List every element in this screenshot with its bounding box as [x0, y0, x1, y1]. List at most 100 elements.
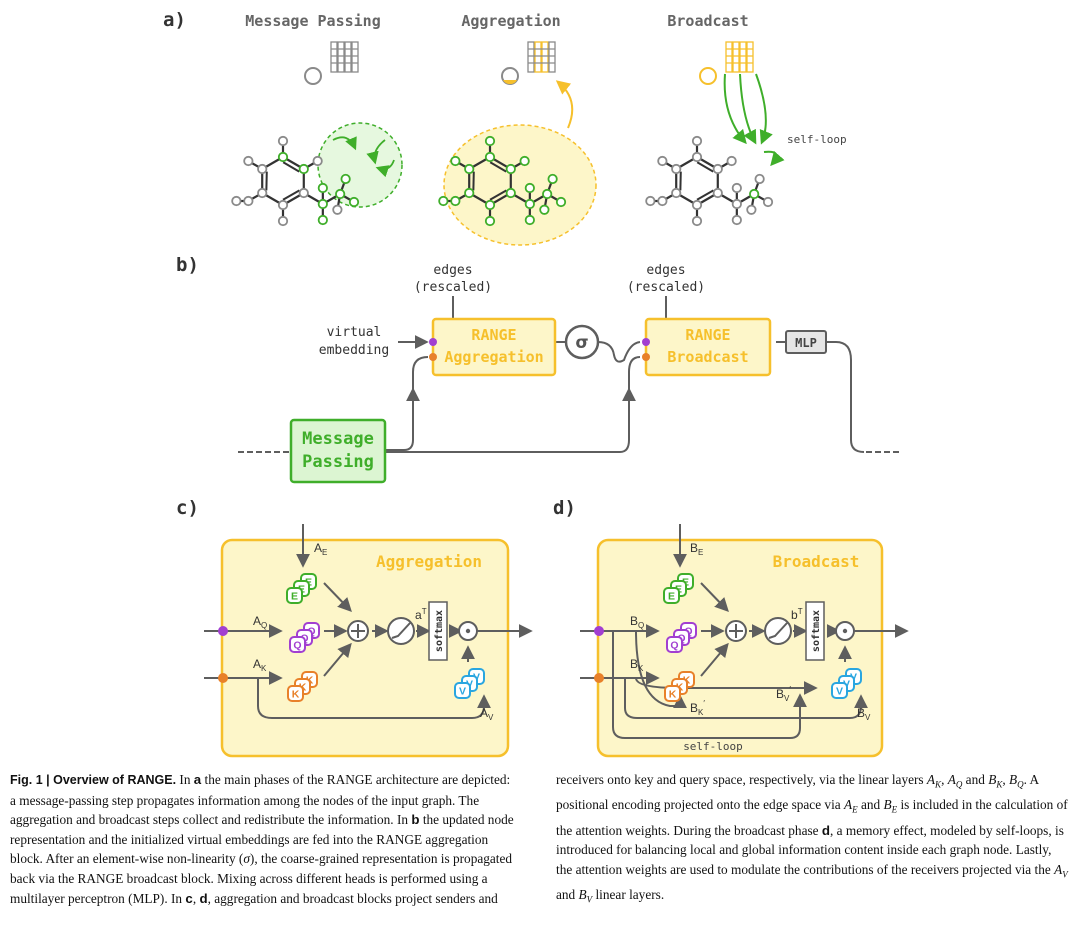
agg-to-virtual-arrow	[555, 80, 574, 129]
d-softmax-label: softmax	[811, 610, 822, 652]
range-agg-line2: Aggregation	[444, 348, 543, 366]
svg-text:BV: BV	[857, 706, 871, 722]
svg-text:V: V	[459, 686, 466, 698]
atom-node	[524, 214, 535, 226]
atom-node	[484, 199, 496, 211]
message-passing-box	[289, 418, 387, 484]
atom-node	[691, 215, 703, 227]
c-aq-label: A	[253, 614, 261, 628]
c-v-stack: VVV	[454, 668, 485, 699]
atom-node	[312, 155, 323, 167]
atom-node	[542, 188, 553, 200]
d-bq-label: B	[630, 614, 638, 628]
self-loop-label-a: self-loop	[787, 133, 847, 146]
atom-node	[335, 188, 346, 200]
atom-node	[243, 155, 254, 167]
broadcast-block	[596, 538, 884, 758]
d-bt-sup: T	[798, 607, 803, 616]
panel-a: a) Message Passing Aggregation Broadcast	[163, 9, 847, 246]
panel-c-projection-stacks: EEEQQQKKKVVV	[286, 573, 485, 702]
broadcast-block-title: Broadcast	[773, 552, 860, 571]
atom-node	[519, 155, 530, 167]
svg-text:BE: BE	[690, 541, 703, 557]
svg-text:BK: BK	[630, 657, 644, 673]
atom-node	[691, 151, 703, 163]
atom-node	[450, 195, 461, 207]
svg-text:K: K	[292, 689, 300, 701]
range-aggregation-box	[431, 317, 557, 377]
d-bk-prime-label: B	[690, 701, 698, 715]
atom-node	[340, 173, 351, 185]
atom-node	[505, 187, 516, 199]
atom-node	[243, 195, 254, 207]
agg-node-port	[429, 353, 437, 361]
d-bt-label: b	[791, 608, 798, 622]
atom-node	[277, 199, 289, 211]
bc-node-port	[642, 353, 650, 361]
atom-node	[712, 163, 723, 175]
d-activation-op	[764, 617, 792, 645]
aggregation-block-title: Aggregation	[376, 552, 482, 571]
bc-virtual-port	[642, 338, 650, 346]
caption-left-text: In a the main phases of the RANGE archit…	[10, 772, 514, 906]
virtual-label: virtual	[327, 325, 382, 340]
atom-node	[231, 195, 242, 207]
panel-c-wires	[204, 524, 533, 719]
c-q-stack: QQQ	[289, 622, 320, 653]
agg-c-key-port	[218, 673, 228, 683]
panel-d-wires	[580, 524, 909, 739]
atom-node	[505, 163, 516, 175]
mlp-label: MLP	[795, 336, 817, 350]
d-softmax-box	[805, 601, 825, 661]
molecule-graphs	[231, 135, 774, 227]
atom-node	[317, 182, 328, 194]
atom-node	[524, 198, 535, 210]
c-activation-op	[387, 617, 415, 645]
agg-graph-halo	[443, 124, 597, 246]
c-softmax-label: softmax	[434, 610, 445, 652]
svg-text:Q: Q	[670, 640, 678, 652]
atom-node	[671, 163, 682, 175]
panel-b: b) edges (rescaled) edges (rescaled) vir…	[176, 254, 902, 484]
atom-node	[484, 135, 496, 147]
atom-node	[671, 187, 682, 199]
atom-node	[731, 182, 742, 194]
atom-node	[712, 187, 723, 199]
caption-title: Overview of RANGE.	[53, 773, 177, 787]
atom-node	[645, 195, 656, 207]
mp-line1: Message	[302, 429, 374, 449]
panel-d: d) Broadcast BE BQ BK BK′	[553, 497, 909, 758]
broadcast-title: Broadcast	[667, 12, 748, 30]
sigma-node	[564, 324, 600, 360]
c-ae-sub: E	[322, 548, 327, 557]
d-bv-prime-sub: V	[784, 694, 790, 703]
panel-c-labels: AE AQ AK AV aT	[253, 541, 494, 722]
c-softmax-box	[428, 601, 448, 661]
figure-canvas: a) Message Passing Aggregation Broadcast	[163, 9, 909, 758]
atom-node	[484, 215, 496, 227]
svg-text:AE: AE	[314, 541, 327, 557]
atom-node	[317, 214, 328, 226]
svg-text:E: E	[291, 591, 298, 603]
atom-node	[298, 163, 309, 175]
c-ak-sub: K	[261, 664, 267, 673]
svg-text:BQ: BQ	[630, 614, 644, 630]
d-e-stack: EEE	[663, 573, 694, 604]
bc-d-query-port	[594, 626, 604, 636]
panel-c-label: c)	[176, 497, 199, 519]
atom-node	[464, 187, 475, 199]
atom-node	[746, 204, 757, 215]
atom-node	[691, 199, 703, 211]
svg-text:Q: Q	[293, 640, 301, 652]
message-passing-title: Message Passing	[245, 12, 380, 30]
c-ae-label: A	[314, 541, 322, 555]
atom-node	[317, 198, 328, 210]
atom-node	[547, 173, 558, 185]
c-e-stack: EEE	[286, 573, 317, 604]
atom-node	[524, 182, 535, 194]
agg-c-query-port	[218, 626, 228, 636]
caption-right-column: receivers onto key and query space, resp…	[556, 770, 1068, 910]
d-v-stack: VVV	[831, 668, 862, 699]
svg-text:AQ: AQ	[253, 614, 267, 630]
atom-node	[450, 155, 461, 167]
